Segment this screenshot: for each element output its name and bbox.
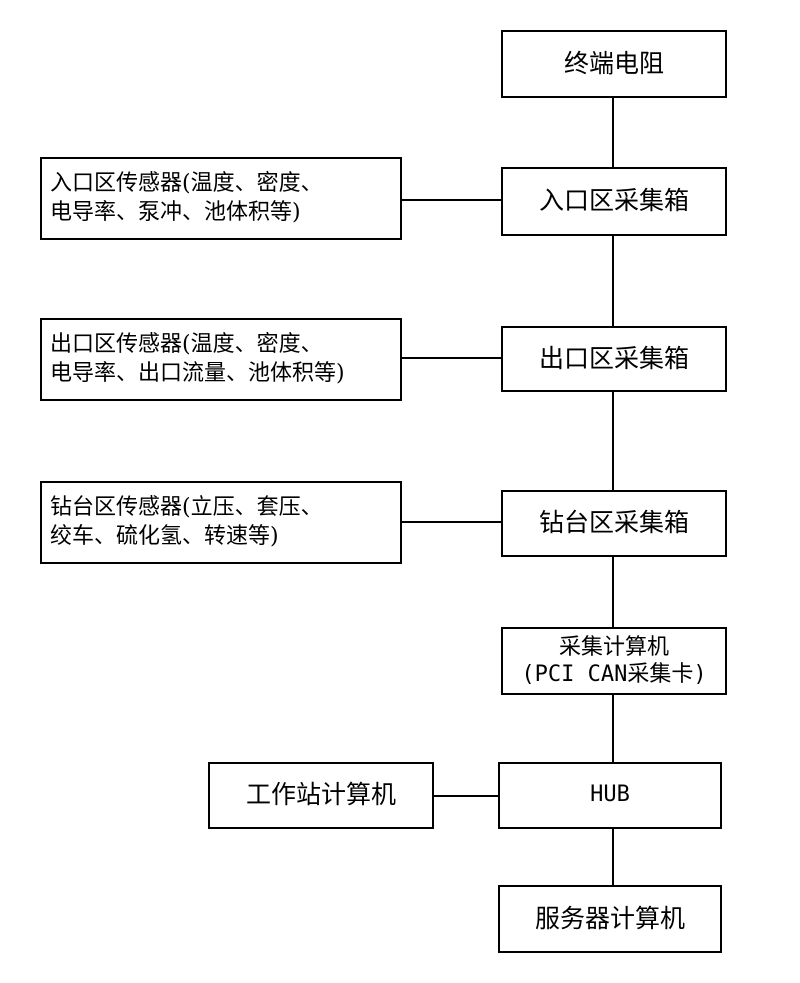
inlet-sensor-box: 入口区传感器(温度、密度、 电导率、泵冲、池体积等)	[40, 157, 402, 240]
terminal-resistor-label: 终端电阻	[563, 48, 664, 78]
outlet-sensor-line1: 出口区传感器(温度、密度、	[50, 331, 323, 357]
drill-sensor-line1: 钻台区传感器(立压、套压、	[50, 494, 323, 520]
acquisition-computer-box: 采集计算机 (PCI CAN采集卡)	[501, 627, 727, 695]
outlet-sensor-box: 出口区传感器(温度、密度、 电导率、出口流量、池体积等)	[40, 318, 402, 401]
server-computer-label: 服务器计算机	[534, 903, 685, 933]
outlet-sensor-line2: 电导率、出口流量、池体积等)	[50, 360, 345, 386]
drill-collection-label: 钻台区采集箱	[538, 508, 689, 538]
acquisition-card-label: (PCI CAN采集卡)	[521, 662, 707, 687]
workstation-computer-box: 工作站计算机	[208, 762, 434, 829]
workstation-computer-label: 工作站计算机	[245, 780, 396, 810]
outlet-collection-label: 出口区采集箱	[538, 343, 689, 373]
hub-box: HUB	[498, 762, 722, 829]
drill-collection-box: 钻台区采集箱	[501, 490, 727, 557]
acquisition-computer-label: 采集计算机	[558, 634, 669, 660]
drill-sensor-line2: 绞车、硫化氢、转速等)	[50, 523, 279, 549]
outlet-collection-box: 出口区采集箱	[501, 326, 727, 392]
terminal-resistor-box: 终端电阻	[501, 30, 727, 98]
hub-label: HUB	[590, 782, 630, 808]
drill-sensor-box: 钻台区传感器(立压、套压、 绞车、硫化氢、转速等)	[40, 481, 402, 564]
inlet-collection-label: 入口区采集箱	[538, 186, 689, 216]
inlet-sensor-line2: 电导率、泵冲、池体积等)	[50, 199, 301, 225]
inlet-collection-box: 入口区采集箱	[501, 167, 727, 236]
server-computer-box: 服务器计算机	[498, 885, 722, 953]
inlet-sensor-line1: 入口区传感器(温度、密度、	[50, 170, 323, 196]
